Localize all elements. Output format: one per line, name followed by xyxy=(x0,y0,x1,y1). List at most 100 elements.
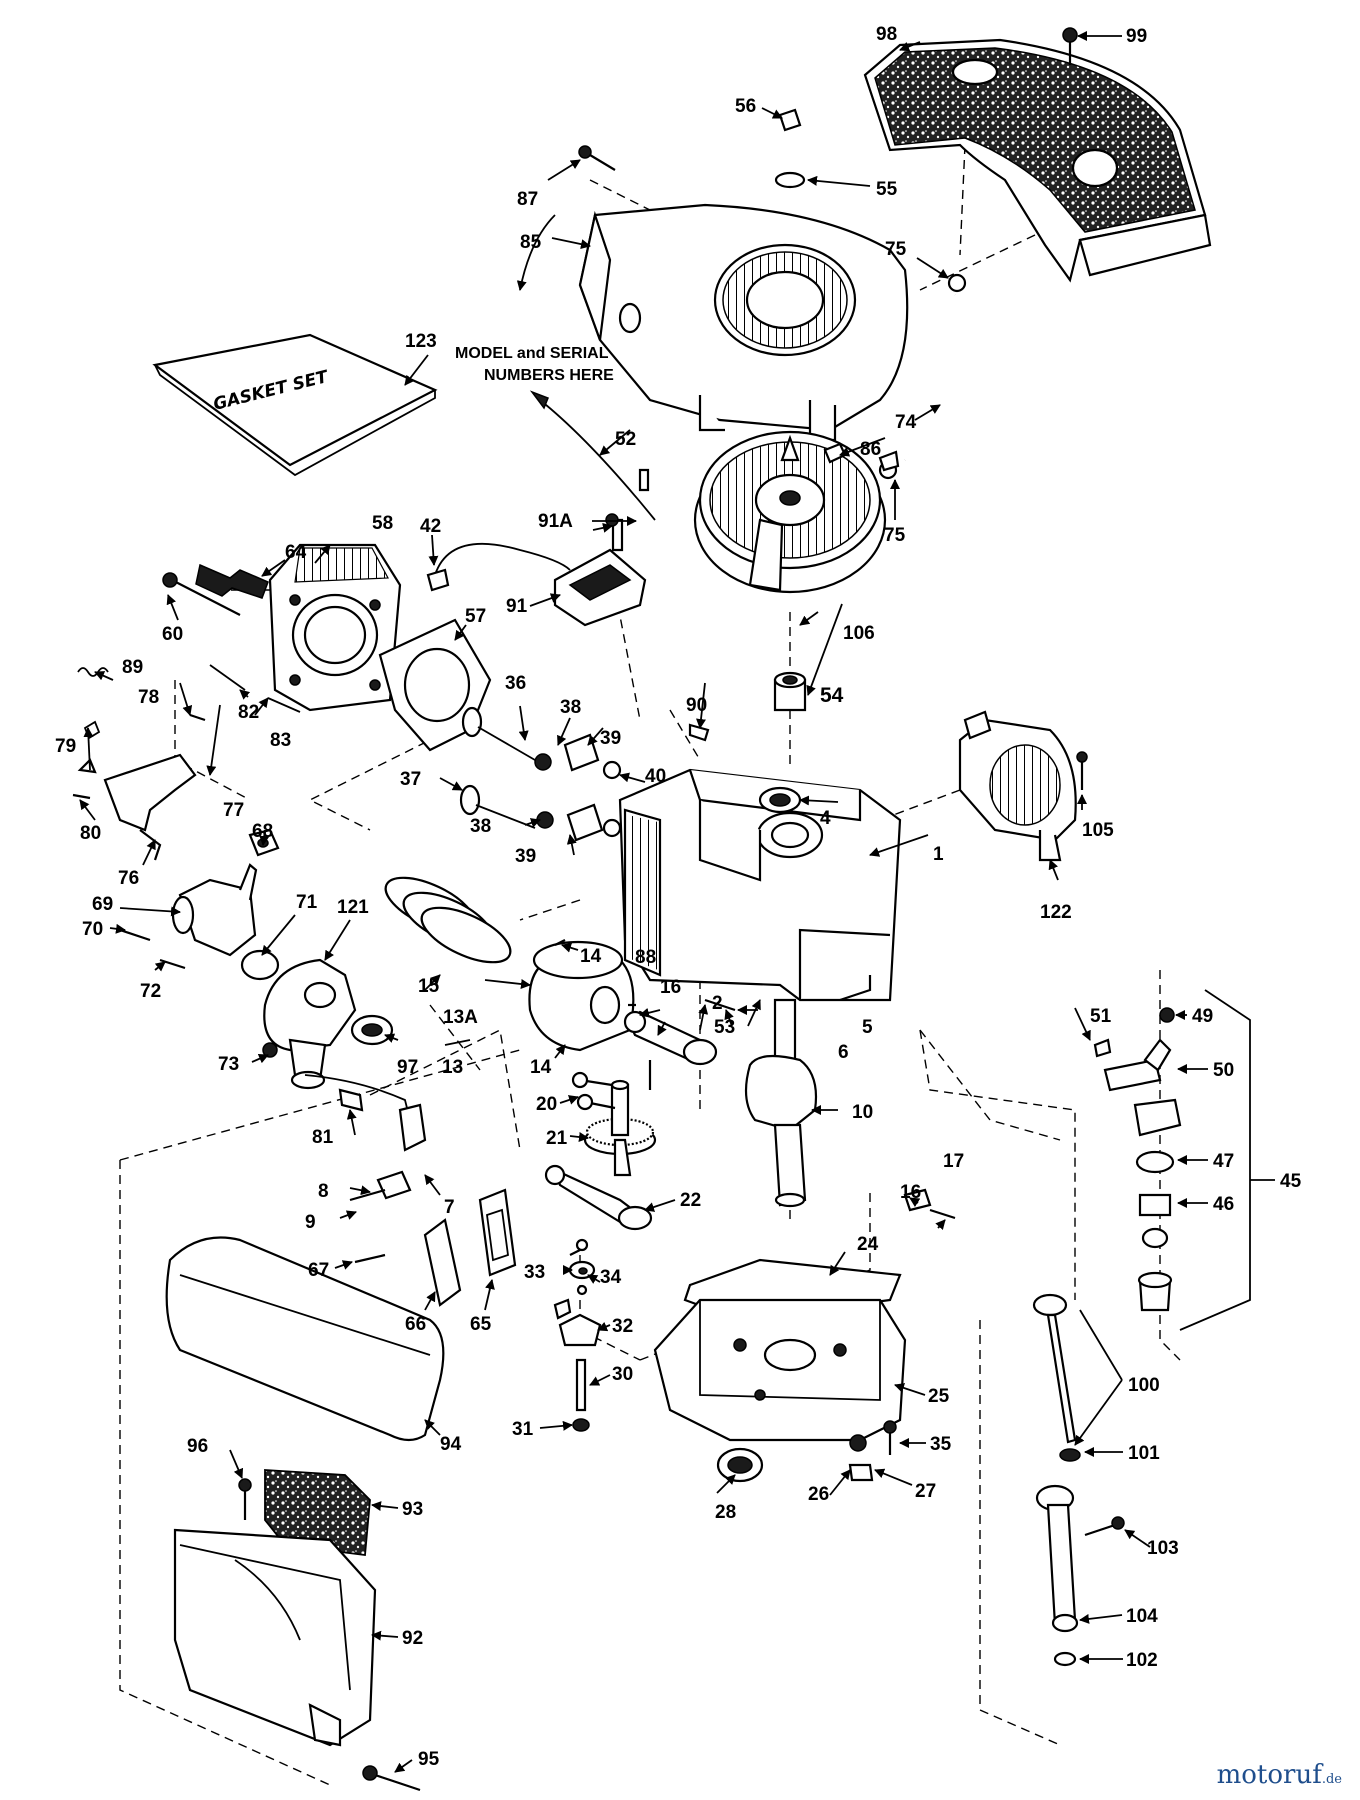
part-label: 101 xyxy=(1128,1443,1160,1464)
part-label: 13A xyxy=(443,1007,478,1028)
part-label: 27 xyxy=(915,1481,936,1502)
part-label: 105 xyxy=(1082,820,1114,841)
part-label: 75 xyxy=(884,525,906,546)
part-label: 74 xyxy=(895,412,917,433)
fuel-fitting-assembly xyxy=(1103,1007,1182,1312)
part-label: 77 xyxy=(223,800,244,821)
part-label: 21 xyxy=(546,1128,568,1149)
part-label: 94 xyxy=(440,1434,462,1455)
part-label: 57 xyxy=(465,606,486,627)
rocker-arm xyxy=(544,1164,653,1231)
annotation-line-2: NUMBERS HERE xyxy=(484,367,614,384)
part-label: 75 xyxy=(885,239,907,260)
part-label: 9 xyxy=(305,1212,316,1233)
flywheel xyxy=(693,430,887,594)
part-label: 33 xyxy=(524,1262,545,1283)
sump-bolt xyxy=(883,1420,897,1455)
part-label: 26 xyxy=(808,1484,829,1505)
governor-link xyxy=(209,664,411,1121)
part-label: 73 xyxy=(218,1054,239,1075)
part-label: 80 xyxy=(80,823,101,844)
part-label: 2 xyxy=(712,993,723,1014)
part-label: 102 xyxy=(1126,1650,1158,1671)
part-label: 85 xyxy=(520,232,542,253)
gasket-set: GASKET SET xyxy=(152,333,438,477)
fuel-fitting-bracket xyxy=(1179,989,1275,1331)
part-label: 70 xyxy=(82,919,103,940)
part-label: 39 xyxy=(600,728,621,749)
camshaft xyxy=(583,1079,657,1177)
piston xyxy=(528,940,635,1052)
part-label: 91 xyxy=(506,596,528,617)
part-label: 36 xyxy=(505,673,526,694)
watermark: motoruf.de xyxy=(1217,1760,1342,1790)
part-label: 64 xyxy=(285,542,307,563)
crankcase xyxy=(618,768,902,1002)
ignition-coil xyxy=(426,518,647,627)
part-label: 15 xyxy=(418,976,440,997)
part-label: 24 xyxy=(857,1234,879,1255)
part-label: 56 xyxy=(735,96,756,117)
air-cleaner-base xyxy=(173,1528,377,1747)
part-label: 71 xyxy=(296,892,318,913)
part-label: 28 xyxy=(715,1502,736,1523)
part-label: 32 xyxy=(612,1316,633,1337)
part-label: 47 xyxy=(1213,1151,1234,1172)
part-label: 103 xyxy=(1147,1538,1179,1559)
oil-pump-shaft xyxy=(572,1358,590,1432)
throttle-lever xyxy=(376,1103,427,1200)
crankshaft xyxy=(744,998,818,1208)
part-label: 69 xyxy=(92,894,113,915)
part-label: 22 xyxy=(680,1190,701,1211)
part-label: 123 xyxy=(405,331,437,352)
part-label: 14 xyxy=(580,946,602,967)
leader-lines xyxy=(79,31,1208,1773)
part-label: 78 xyxy=(138,687,159,708)
part-label: 4 xyxy=(820,808,831,829)
part-label: 14 xyxy=(530,1057,552,1078)
part-label: 52 xyxy=(615,429,636,450)
part-label: 38 xyxy=(470,816,491,837)
governor-spring xyxy=(77,667,109,740)
part-label: 82 xyxy=(238,702,259,723)
part-label: 96 xyxy=(187,1436,208,1457)
part-label: 106 xyxy=(843,623,875,644)
part-label: 16 xyxy=(660,977,681,998)
part-label: 54 xyxy=(820,684,844,707)
blower-housing xyxy=(578,203,909,442)
part-label: 86 xyxy=(860,439,881,460)
watermark-brand: motoruf xyxy=(1216,1760,1322,1790)
part-label: 42 xyxy=(420,516,441,537)
dipstick-tube xyxy=(1035,1484,1079,1667)
part-label: 49 xyxy=(1192,1006,1213,1027)
part-label: 34 xyxy=(600,1267,622,1288)
part-label: 100 xyxy=(1128,1375,1160,1396)
part-label: 76 xyxy=(118,868,139,889)
ground-wire xyxy=(529,390,656,521)
part-label: 10 xyxy=(852,1102,873,1123)
part-label: 79 xyxy=(55,736,76,757)
engine-sump xyxy=(653,1298,907,1442)
part-label: 38 xyxy=(560,697,581,718)
part-label: 67 xyxy=(308,1260,329,1281)
spark-plug xyxy=(195,563,269,599)
part-label: 87 xyxy=(517,189,538,210)
part-label: 16 xyxy=(900,1182,921,1203)
engine-shroud xyxy=(863,38,1212,283)
part-label: 35 xyxy=(930,1434,952,1455)
part-label: 53 xyxy=(714,1017,735,1038)
part-label: 20 xyxy=(536,1094,557,1115)
part-label: 99 xyxy=(1126,26,1147,47)
part-label: 6 xyxy=(838,1042,849,1063)
part-label: 51 xyxy=(1090,1006,1112,1027)
dipstick-screw xyxy=(1084,1516,1125,1537)
part-label: 30 xyxy=(612,1364,633,1385)
head-bolt xyxy=(162,572,241,616)
air-filter xyxy=(264,1469,371,1557)
part-label: 55 xyxy=(876,179,898,200)
part-label: 58 xyxy=(372,513,393,534)
governor-bracket xyxy=(103,753,197,861)
tappets xyxy=(571,1071,616,1111)
model-serial-annotation: MODEL and SERIAL NUMBERS HERE xyxy=(455,345,614,384)
